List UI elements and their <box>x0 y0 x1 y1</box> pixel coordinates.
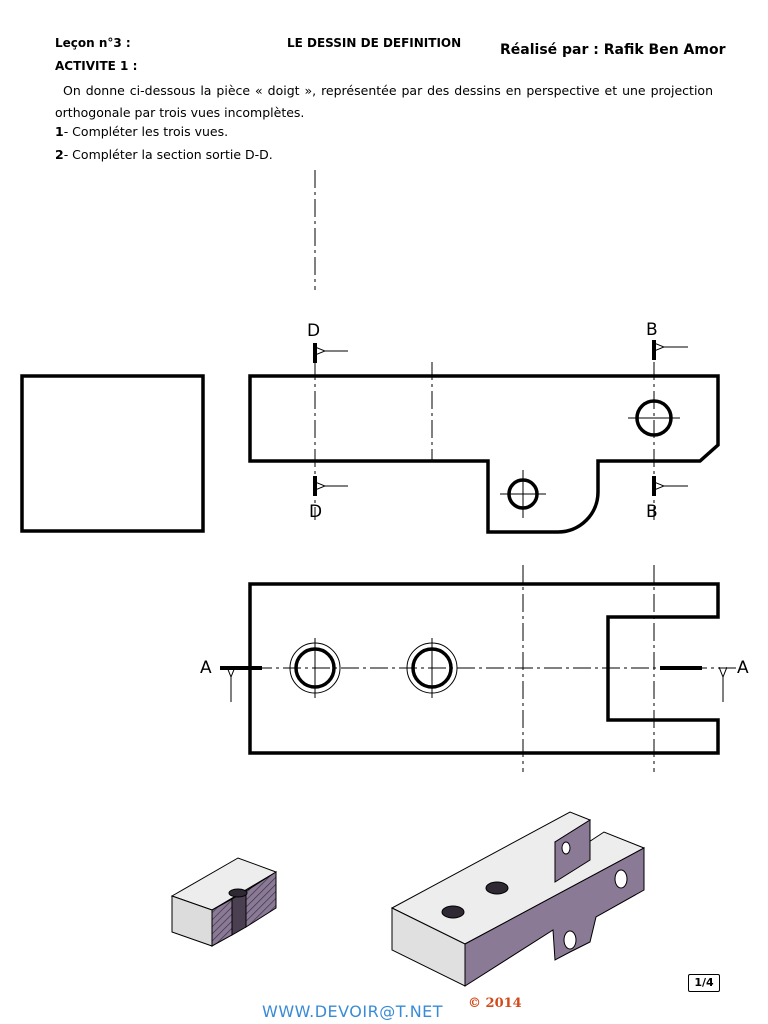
intro-paragraph: On donne ci-dessous la pièce « doigt », … <box>55 83 713 120</box>
part-hole-side-2 <box>563 930 577 950</box>
section-marker-d: D D <box>307 321 348 522</box>
section-perspective <box>170 857 278 947</box>
section-block-hole-top <box>228 888 248 898</box>
section-b-label-top: B <box>646 320 658 340</box>
section-block-groove <box>231 890 247 936</box>
task-2-text: - Compléter la section sortie D-D. <box>63 147 273 162</box>
part-hole-top-2 <box>485 881 509 895</box>
part-hole-top-1 <box>441 905 465 919</box>
section-a-label-left: A <box>200 658 212 678</box>
author-credit: Réalisé par : Rafik Ben Amor <box>500 42 726 58</box>
section-marker-a: A A <box>200 658 749 702</box>
section-b-label-bottom: B <box>646 502 658 522</box>
section-marker-b: B B <box>646 320 688 522</box>
task-2: 2- Compléter la section sortie D-D. <box>55 147 273 162</box>
top-view-outline <box>248 582 720 755</box>
part-side-face <box>464 847 645 987</box>
page-number: 1/4 <box>688 974 720 992</box>
footer-website-link[interactable]: WWW.DEVOIR@T.NET <box>262 1002 444 1021</box>
section-d-label-bottom: D <box>309 502 322 522</box>
task-2-number: 2 <box>55 147 64 162</box>
task-1: 1- Compléter les trois vues. <box>55 124 228 139</box>
section-block-hatched-right <box>245 871 277 928</box>
front-view-outline <box>248 374 720 534</box>
worksheet-header: Leçon n°3 : LE DESSIN DE DEFINITION Réal… <box>0 0 768 170</box>
part-hole-side-1 <box>614 869 628 889</box>
lesson-title: LE DESSIN DE DEFINITION <box>287 36 462 50</box>
task-1-text: - Compléter les trois vues. <box>63 124 229 139</box>
part-hole-fork <box>561 841 571 855</box>
footer-copyright-year: © 2014 <box>468 996 522 1011</box>
activity-heading: ACTIVITE 1 : <box>55 59 138 73</box>
part-perspective <box>390 811 646 987</box>
top-view <box>225 565 740 772</box>
part-fork-inner <box>554 819 591 883</box>
lesson-number: Leçon n°3 : <box>55 36 131 50</box>
task-1-number: 1 <box>55 124 64 139</box>
section-a-label-right: A <box>737 658 749 678</box>
left-view-outline <box>20 374 205 533</box>
section-d-label-top: D <box>307 321 320 341</box>
